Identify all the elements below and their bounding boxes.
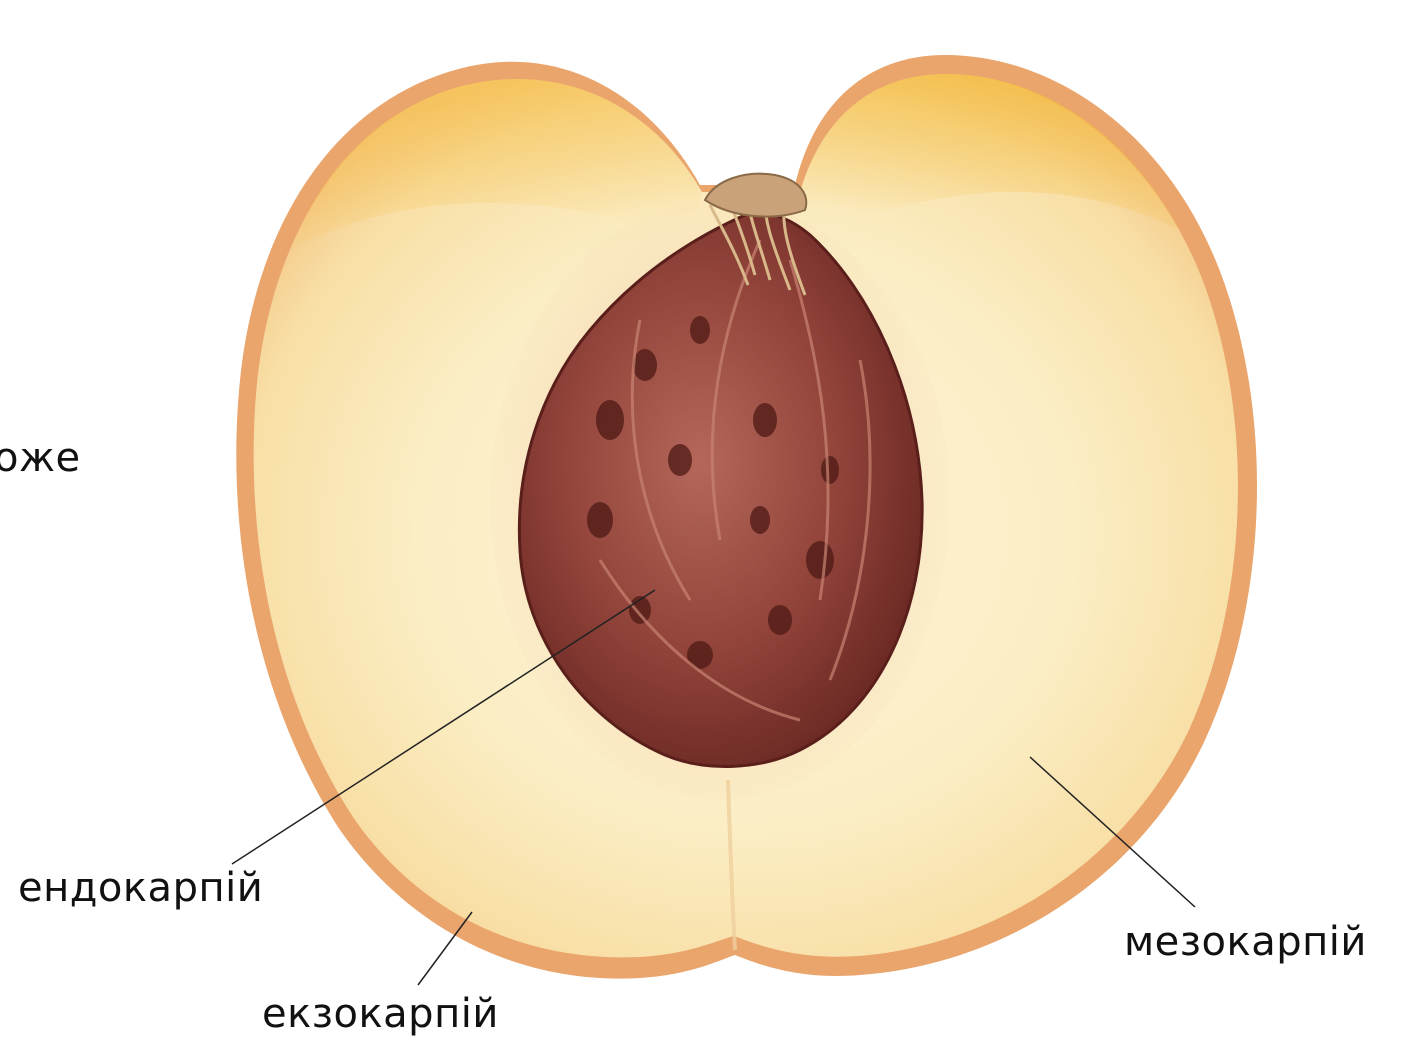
label-partial-left: оже (0, 438, 81, 478)
label-exocarp: екзокарпій (262, 994, 499, 1034)
label-endocarp: ендокарпій (18, 868, 263, 908)
label-mesocarp: мезокарпій (1124, 922, 1367, 962)
